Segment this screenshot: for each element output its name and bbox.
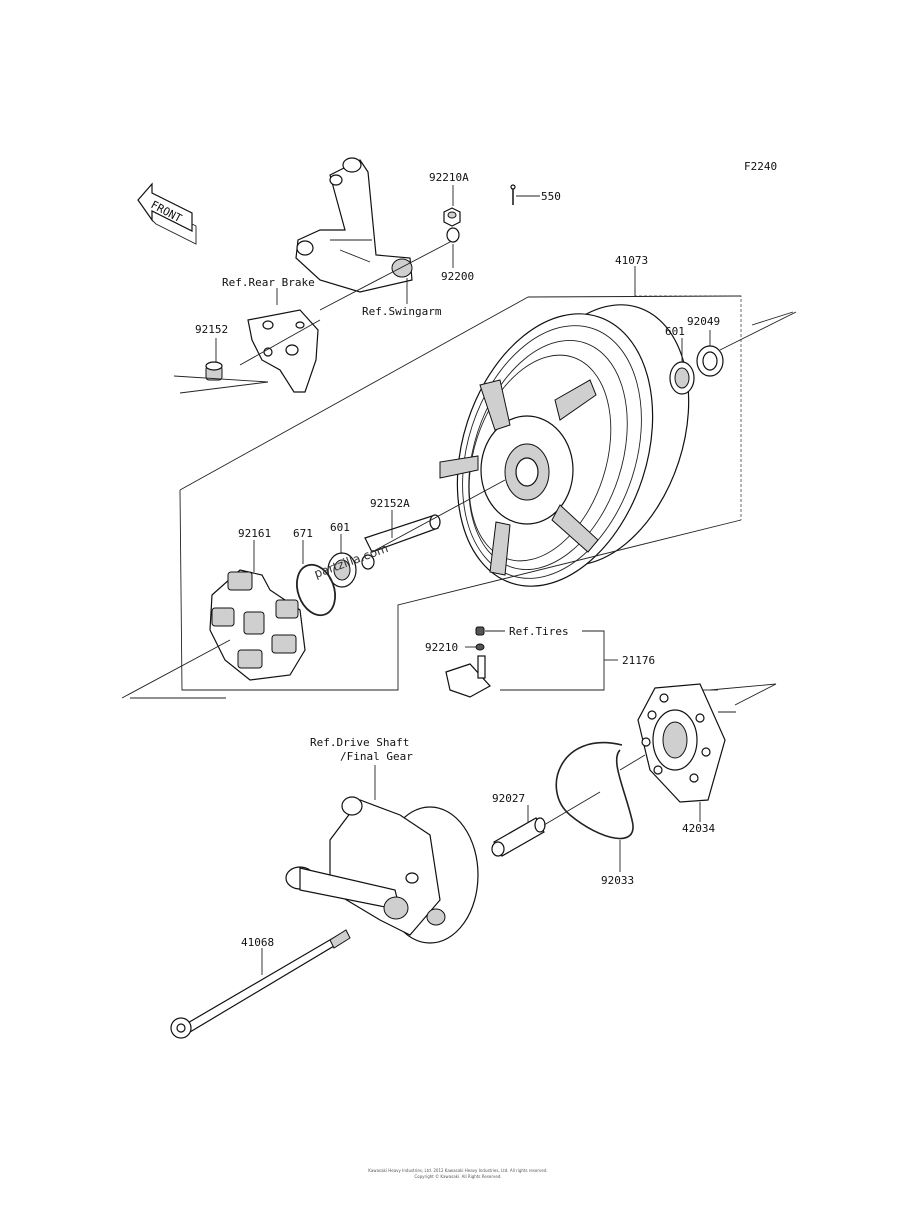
valve-cap	[475, 626, 485, 636]
nut-92210A	[443, 207, 461, 227]
label-92210: 92210	[425, 641, 458, 654]
diagram-code: F2240	[744, 160, 777, 173]
label-92210A: 92210A	[429, 171, 469, 184]
label-601-right: 601	[665, 325, 685, 338]
caliper-bracket	[295, 157, 413, 293]
ref-rear-brake: Ref.Rear Brake	[222, 276, 315, 289]
label-42034: 42034	[682, 822, 715, 835]
label-92200: 92200	[441, 270, 474, 283]
rear-wheel-41073	[439, 304, 690, 587]
axle-41068	[170, 929, 351, 1039]
label-92152A: 92152A	[370, 497, 410, 510]
footer-copyright-2: Copyright © Kawasaki. All Rights Reserve…	[414, 1174, 501, 1179]
washer-92200	[446, 227, 460, 243]
collar-92152	[205, 361, 223, 381]
snap-ring-92033	[555, 742, 634, 840]
valve-nut-92210	[475, 643, 485, 651]
spacer-92152A	[361, 514, 441, 570]
label-92033: 92033	[601, 874, 634, 887]
coupling-42034	[637, 683, 736, 803]
label-601-left: 601	[330, 521, 350, 534]
label-41068: 41068	[241, 936, 274, 949]
leader-lines	[121, 185, 797, 975]
label-550: 550	[541, 190, 561, 203]
label-21176: 21176	[622, 654, 655, 667]
label-92152: 92152	[195, 323, 228, 336]
seal-92049	[696, 345, 724, 377]
damper-92161	[209, 569, 306, 681]
ref-drive-shaft: Ref.Drive Shaft	[310, 736, 409, 749]
o-ring-671	[295, 563, 337, 617]
label-92161: 92161	[238, 527, 271, 540]
bearing-601-left	[327, 552, 357, 588]
front-arrow-icon: FRONT	[137, 182, 197, 245]
tire-valve-21176	[445, 655, 491, 698]
ref-swingarm: Ref.Swingarm	[362, 305, 442, 318]
label-41073: 41073	[615, 254, 648, 267]
brake-torque-plate	[247, 309, 319, 393]
bearing-601-right	[669, 361, 695, 395]
label-92049: 92049	[687, 315, 720, 328]
ref-final-gear: /Final Gear	[340, 750, 413, 763]
final-gear-case	[285, 796, 479, 944]
label-671: 671	[293, 527, 313, 540]
label-92027: 92027	[492, 792, 525, 805]
ref-tires: Ref.Tires	[509, 625, 569, 638]
spacer-92027	[491, 817, 546, 857]
cotter-pin-550	[510, 184, 516, 205]
footer-copyright-1: Kawasaki Heavy Industries, Ltd. 2012 Kaw…	[368, 1168, 547, 1173]
